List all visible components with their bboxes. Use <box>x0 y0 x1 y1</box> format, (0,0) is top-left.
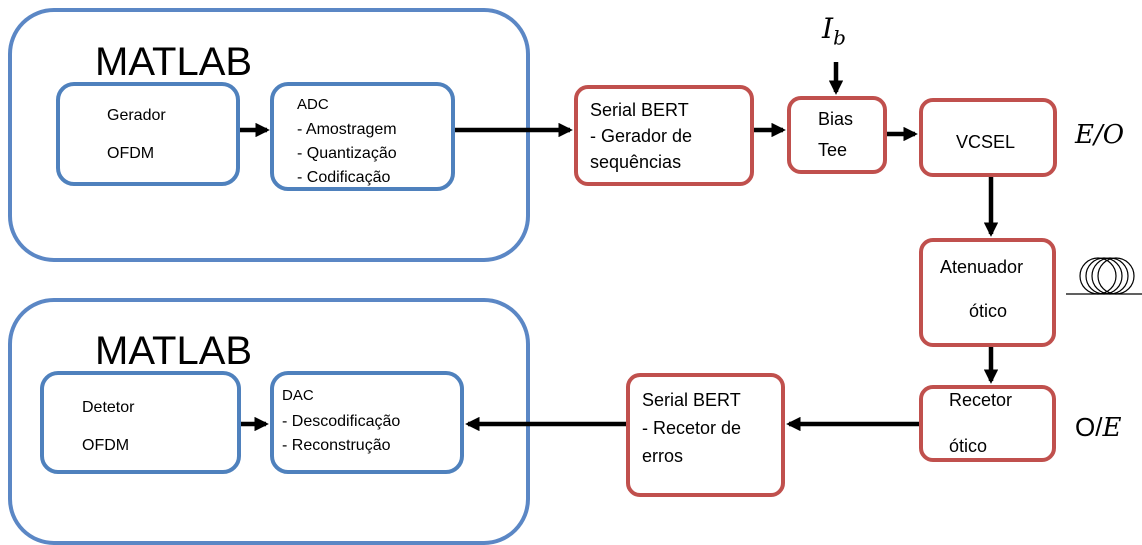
serial-bert-rx-block: Serial BERT - Recetor de erros <box>626 373 785 497</box>
recetor-line1: Recetor <box>949 390 1013 410</box>
adc-block: ADC - Amostragem - Quantização - Codific… <box>270 82 455 191</box>
vcsel-label: VCSEL <box>956 132 1016 152</box>
atenuador-otico-block: Atenuador ótico <box>919 238 1056 347</box>
bias-tee-line2: Tee <box>818 140 848 160</box>
bias-current-label: Ib <box>822 12 846 50</box>
serial-bert-rx-line3: erros <box>642 446 684 466</box>
bias-current-symbol: I <box>822 12 834 45</box>
dac-item-reconstrucao: - Reconstrução <box>282 437 391 454</box>
eo-label: E/O <box>1075 120 1125 150</box>
detetor-line2: OFDM <box>82 437 130 454</box>
detetor-ofdm-block: Detetor OFDM <box>40 371 241 474</box>
gerador-line2: OFDM <box>107 145 155 162</box>
bias-current-subscript: b <box>833 25 846 50</box>
atenuador-line1: Atenuador <box>940 257 1024 277</box>
adc-title: ADC <box>297 96 329 113</box>
dac-item-descodificacao: - Descodificação <box>282 413 401 430</box>
recetor-line2: ótico <box>949 436 988 456</box>
matlab-tx-title: MATLAB <box>95 40 253 84</box>
oe-label: O/E <box>1075 412 1121 443</box>
matlab-rx-container <box>8 298 530 545</box>
oe-label-o: O/ <box>1075 412 1103 442</box>
serial-bert-tx-line1: Serial BERT <box>590 100 689 120</box>
dac-block: DAC - Descodificação - Reconstrução <box>270 371 464 474</box>
matlab-rx-title: MATLAB <box>95 329 253 373</box>
gerador-line1: Gerador <box>107 107 166 124</box>
detetor-line1: Detetor <box>82 399 135 416</box>
bias-tee-block: Bias Tee <box>787 96 887 174</box>
oe-label-e: E <box>1102 413 1122 443</box>
serial-bert-rx-line2: - Recetor de <box>642 418 742 438</box>
serial-bert-tx-line2: - Gerador de <box>590 126 693 146</box>
serial-bert-rx-line1: Serial BERT <box>642 390 741 410</box>
adc-item-amostragem: - Amostragem <box>297 121 397 138</box>
gerador-ofdm-block: Gerador OFDM <box>56 82 240 186</box>
matlab-tx-container <box>8 8 530 262</box>
fiber-coil-icon <box>1066 257 1142 295</box>
bias-tee-line1: Bias <box>818 109 854 129</box>
serial-bert-tx-block: Serial BERT - Gerador de sequências <box>574 85 754 186</box>
adc-item-quantizacao: - Quantização <box>297 145 397 162</box>
atenuador-line2: ótico <box>969 301 1008 321</box>
adc-item-codificacao: - Codificação <box>297 169 391 186</box>
recetor-otico-block: Recetor ótico <box>919 385 1056 462</box>
serial-bert-tx-line3: sequências <box>590 152 682 172</box>
vcsel-block: VCSEL <box>919 98 1057 177</box>
dac-title: DAC <box>282 387 314 404</box>
